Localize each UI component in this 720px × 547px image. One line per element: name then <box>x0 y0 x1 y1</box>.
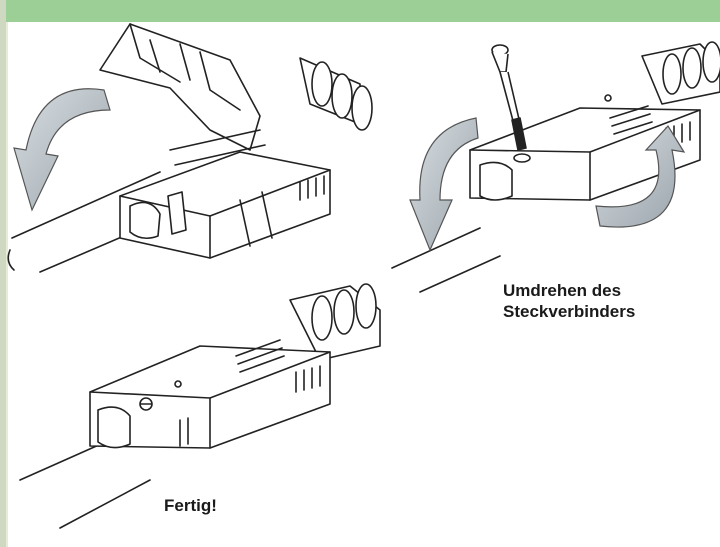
caption-done: Fertig! <box>164 495 217 516</box>
top-band <box>0 0 720 22</box>
caption-flip-line2: Steckverbinders <box>503 302 636 321</box>
step-finished-connector <box>19 283 381 529</box>
screw-icon <box>491 44 527 151</box>
rotate-arrow-icon <box>409 117 479 252</box>
step-open-connector <box>7 23 373 273</box>
caption-flip-line1: Umdrehen des <box>503 281 622 300</box>
caption-done-text: Fertig! <box>164 496 217 515</box>
caption-flip-connector: Umdrehen des Steckverbinders <box>503 280 635 322</box>
curved-arrow-icon <box>13 88 111 212</box>
rotate-arrow-icon-right <box>595 125 686 228</box>
left-border <box>0 0 6 547</box>
step-flip-connector <box>391 41 720 293</box>
